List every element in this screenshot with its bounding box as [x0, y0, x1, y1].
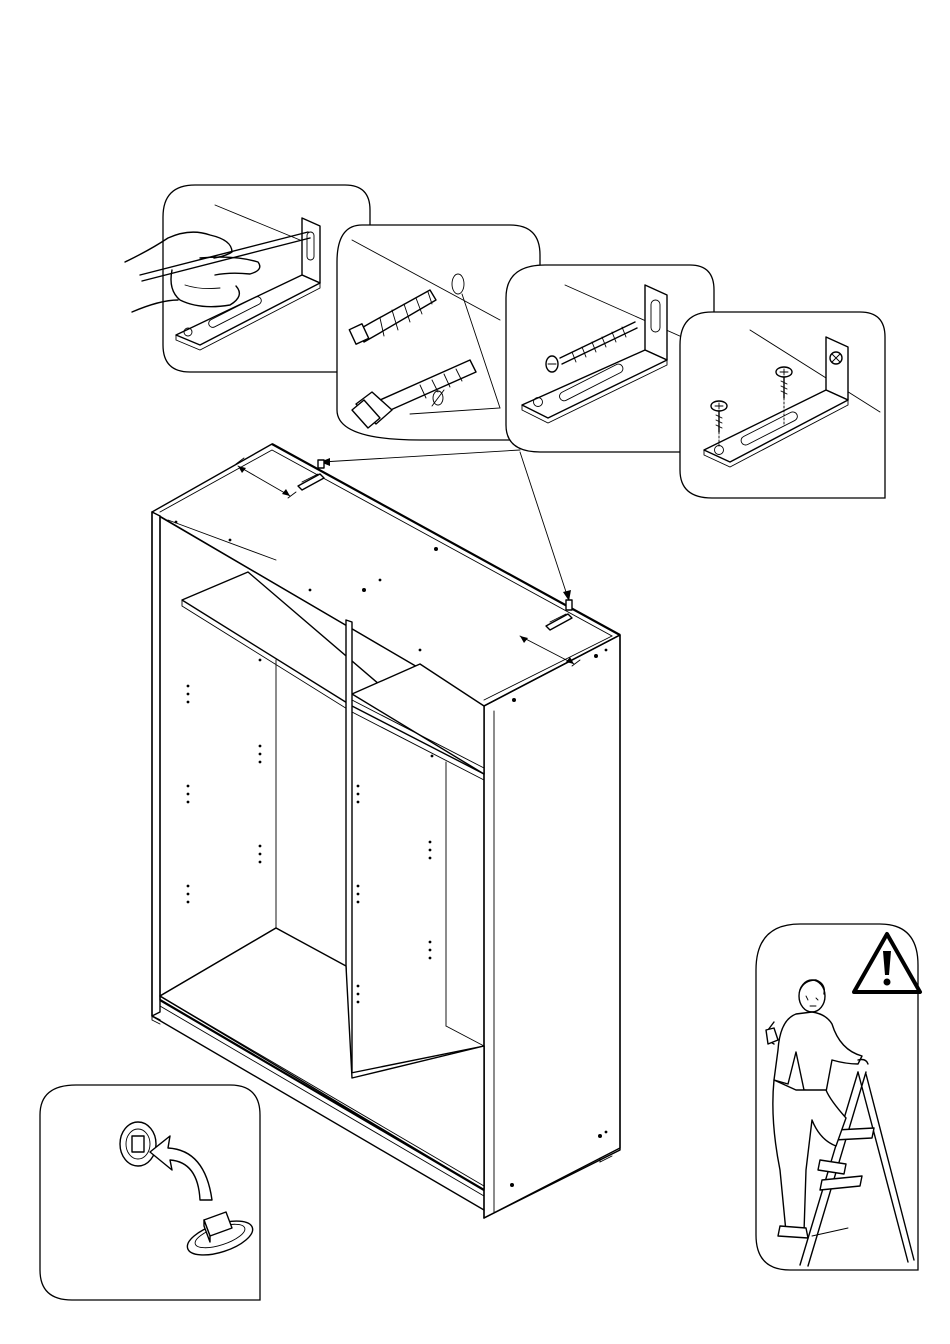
wall-marking-detail	[125, 185, 370, 372]
cap-cover-detail	[40, 1085, 260, 1300]
bracket-fixing-detail	[680, 312, 885, 498]
safety-warning	[756, 924, 920, 1270]
screw-cap-icon	[120, 1122, 156, 1166]
